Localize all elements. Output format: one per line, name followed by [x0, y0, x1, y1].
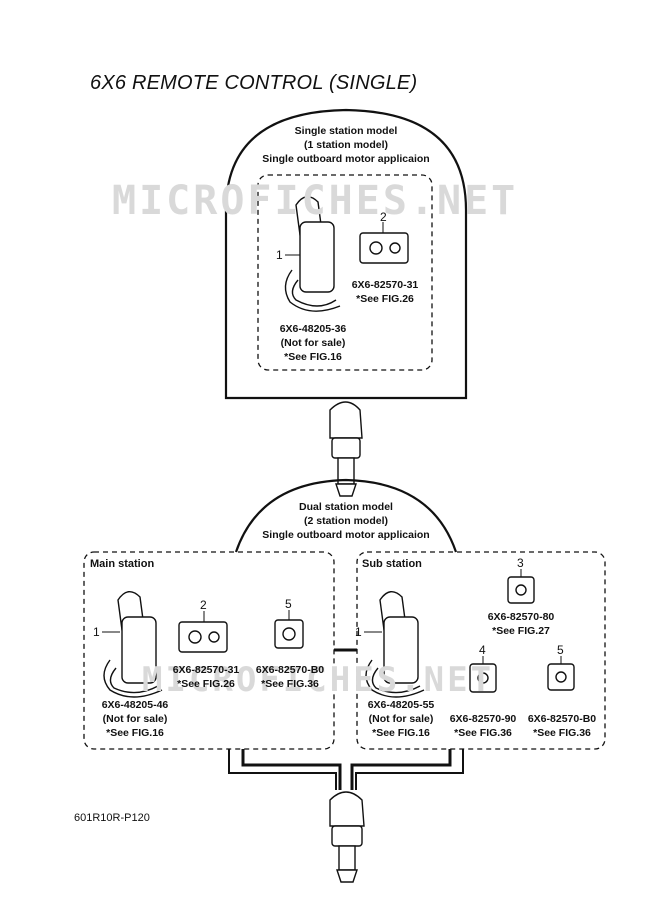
sub-key-ref: *See FIG.36 — [454, 727, 512, 739]
single-heading-line-3: Single outboard motor applicaion — [262, 153, 430, 165]
sub-callout-top: 3 — [517, 556, 524, 570]
main-stop-button — [274, 619, 304, 649]
page-title: 6X6 REMOTE CONTROL (SINGLE) — [90, 72, 418, 94]
single-station-dashed-box — [257, 174, 433, 371]
dual-heading-line-3: Single outboard motor applicaion — [262, 529, 430, 541]
main-button-part: 6X6-82570-B0 — [255, 664, 325, 676]
single-trim-switch — [359, 232, 409, 264]
main-switch-label: 6X6-82570-31 *See FIG.26 — [166, 663, 246, 691]
sub-callout-lever: 1 — [355, 625, 362, 639]
single-heading-line-2: (1 station model) — [303, 139, 388, 151]
dual-station-outline — [234, 478, 458, 553]
sub-key-part: 6X6-82570-90 — [449, 713, 517, 725]
main-switch-ref: *See FIG.26 — [177, 678, 235, 690]
main-remote-lever — [103, 591, 163, 698]
sub-button-ref: *See FIG.36 — [533, 727, 591, 739]
sub-top-button — [507, 576, 535, 604]
dual-heading: Dual station model (2 station model) Sin… — [236, 500, 456, 542]
sub-button-part: 6X6-82570-B0 — [527, 713, 597, 725]
single-callout-lever: 1 — [276, 248, 283, 262]
main-callout-button: 5 — [285, 597, 292, 611]
sub-top-part: 6X6-82570-80 — [487, 611, 555, 623]
sub-callout-key: 4 — [479, 643, 486, 657]
watermark-bottom: MICROFICHES.NET — [142, 660, 495, 700]
sub-station-label: Sub station — [362, 558, 422, 570]
dual-heading-line-1: Dual station model — [299, 501, 393, 513]
main-lever-label: 6X6-48205-46 (Not for sale) *See FIG.16 — [90, 698, 180, 740]
main-lever-part: 6X6-48205-46 — [101, 699, 169, 711]
sub-lever-part: 6X6-48205-55 — [367, 699, 435, 711]
single-remote-lever — [284, 196, 341, 312]
main-button-label: 6X6-82570-B0 *See FIG.36 — [250, 663, 330, 691]
main-lever-ref: *See FIG.16 — [106, 727, 164, 739]
dual-heading-line-2: (2 station model) — [303, 515, 388, 527]
single-outboard-motor — [329, 401, 363, 497]
main-lever-note: (Not for sale) — [102, 713, 168, 725]
main-trim-switch — [178, 621, 228, 653]
sub-callout-button: 5 — [557, 643, 564, 657]
sub-top-label: 6X6-82570-80 *See FIG.27 — [478, 610, 564, 638]
main-station-label: Main station — [90, 558, 155, 570]
single-lever-note: (Not for sale) — [280, 337, 346, 349]
dual-outboard-motor — [329, 791, 365, 883]
single-switch-part: 6X6-82570-31 — [351, 279, 419, 291]
figure-code: 601R10R-P120 — [74, 812, 150, 824]
main-button-ref: *See FIG.36 — [261, 678, 319, 690]
sub-lever-label: 6X6-48205-55 (Not for sale) *See FIG.16 — [356, 698, 446, 740]
main-callout-switch: 2 — [200, 598, 207, 612]
watermark-top: MICROFICHES.NET — [112, 178, 519, 224]
single-station-outline — [224, 108, 468, 400]
single-lever-part: 6X6-48205-36 — [279, 323, 347, 335]
single-lever-label: 6X6-48205-36 (Not for sale) *See FIG.16 — [268, 322, 358, 364]
single-switch-ref: *See FIG.26 — [356, 293, 414, 305]
sub-lever-ref: *See FIG.16 — [372, 727, 430, 739]
sub-button-label: 6X6-82570-B0 *See FIG.36 — [522, 712, 602, 740]
single-switch-label: 6X6-82570-31 *See FIG.26 — [345, 278, 425, 306]
single-heading-line-1: Single station model — [294, 125, 398, 137]
sub-key-switch — [469, 663, 497, 693]
sub-remote-lever — [365, 591, 425, 698]
main-callout-lever: 1 — [93, 625, 100, 639]
main-switch-part: 6X6-82570-31 — [172, 664, 240, 676]
single-callout-switch: 2 — [380, 210, 387, 224]
sub-key-label: 6X6-82570-90 *See FIG.36 — [440, 712, 526, 740]
sub-stop-button — [547, 663, 575, 691]
sub-top-ref: *See FIG.27 — [492, 625, 550, 637]
single-lever-ref: *See FIG.16 — [284, 351, 342, 363]
single-heading: Single station model (1 station model) S… — [236, 124, 456, 166]
sub-lever-note: (Not for sale) — [368, 713, 434, 725]
